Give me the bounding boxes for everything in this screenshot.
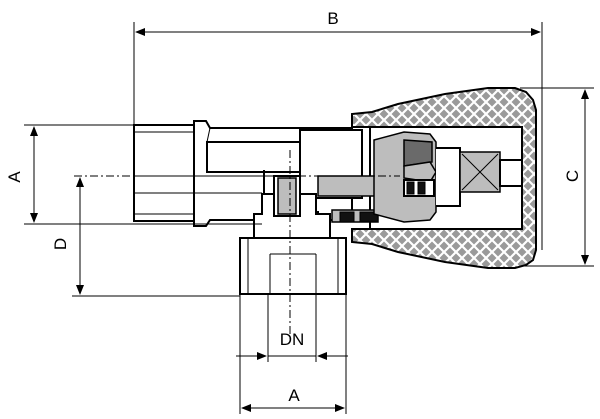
dimension-a-bottom: A: [239, 294, 347, 414]
dimension-a-left: A: [5, 124, 262, 225]
dimension-b: B: [133, 9, 543, 250]
dimension-d: D: [51, 177, 240, 297]
label-dn: DN: [280, 330, 305, 349]
label-a-left: A: [5, 171, 24, 183]
outlet-branch: [239, 175, 347, 295]
label-c: C: [563, 170, 582, 182]
dimension-c: C: [520, 87, 594, 267]
label-a-bottom: A: [288, 386, 300, 405]
label-b: B: [327, 9, 338, 28]
dimension-dn: DN: [236, 294, 348, 362]
inlet-thread: [133, 124, 195, 222]
valve-stem: [263, 131, 523, 223]
outlet-thread: [239, 237, 347, 295]
valve-body: [133, 120, 379, 227]
label-d: D: [51, 238, 70, 250]
